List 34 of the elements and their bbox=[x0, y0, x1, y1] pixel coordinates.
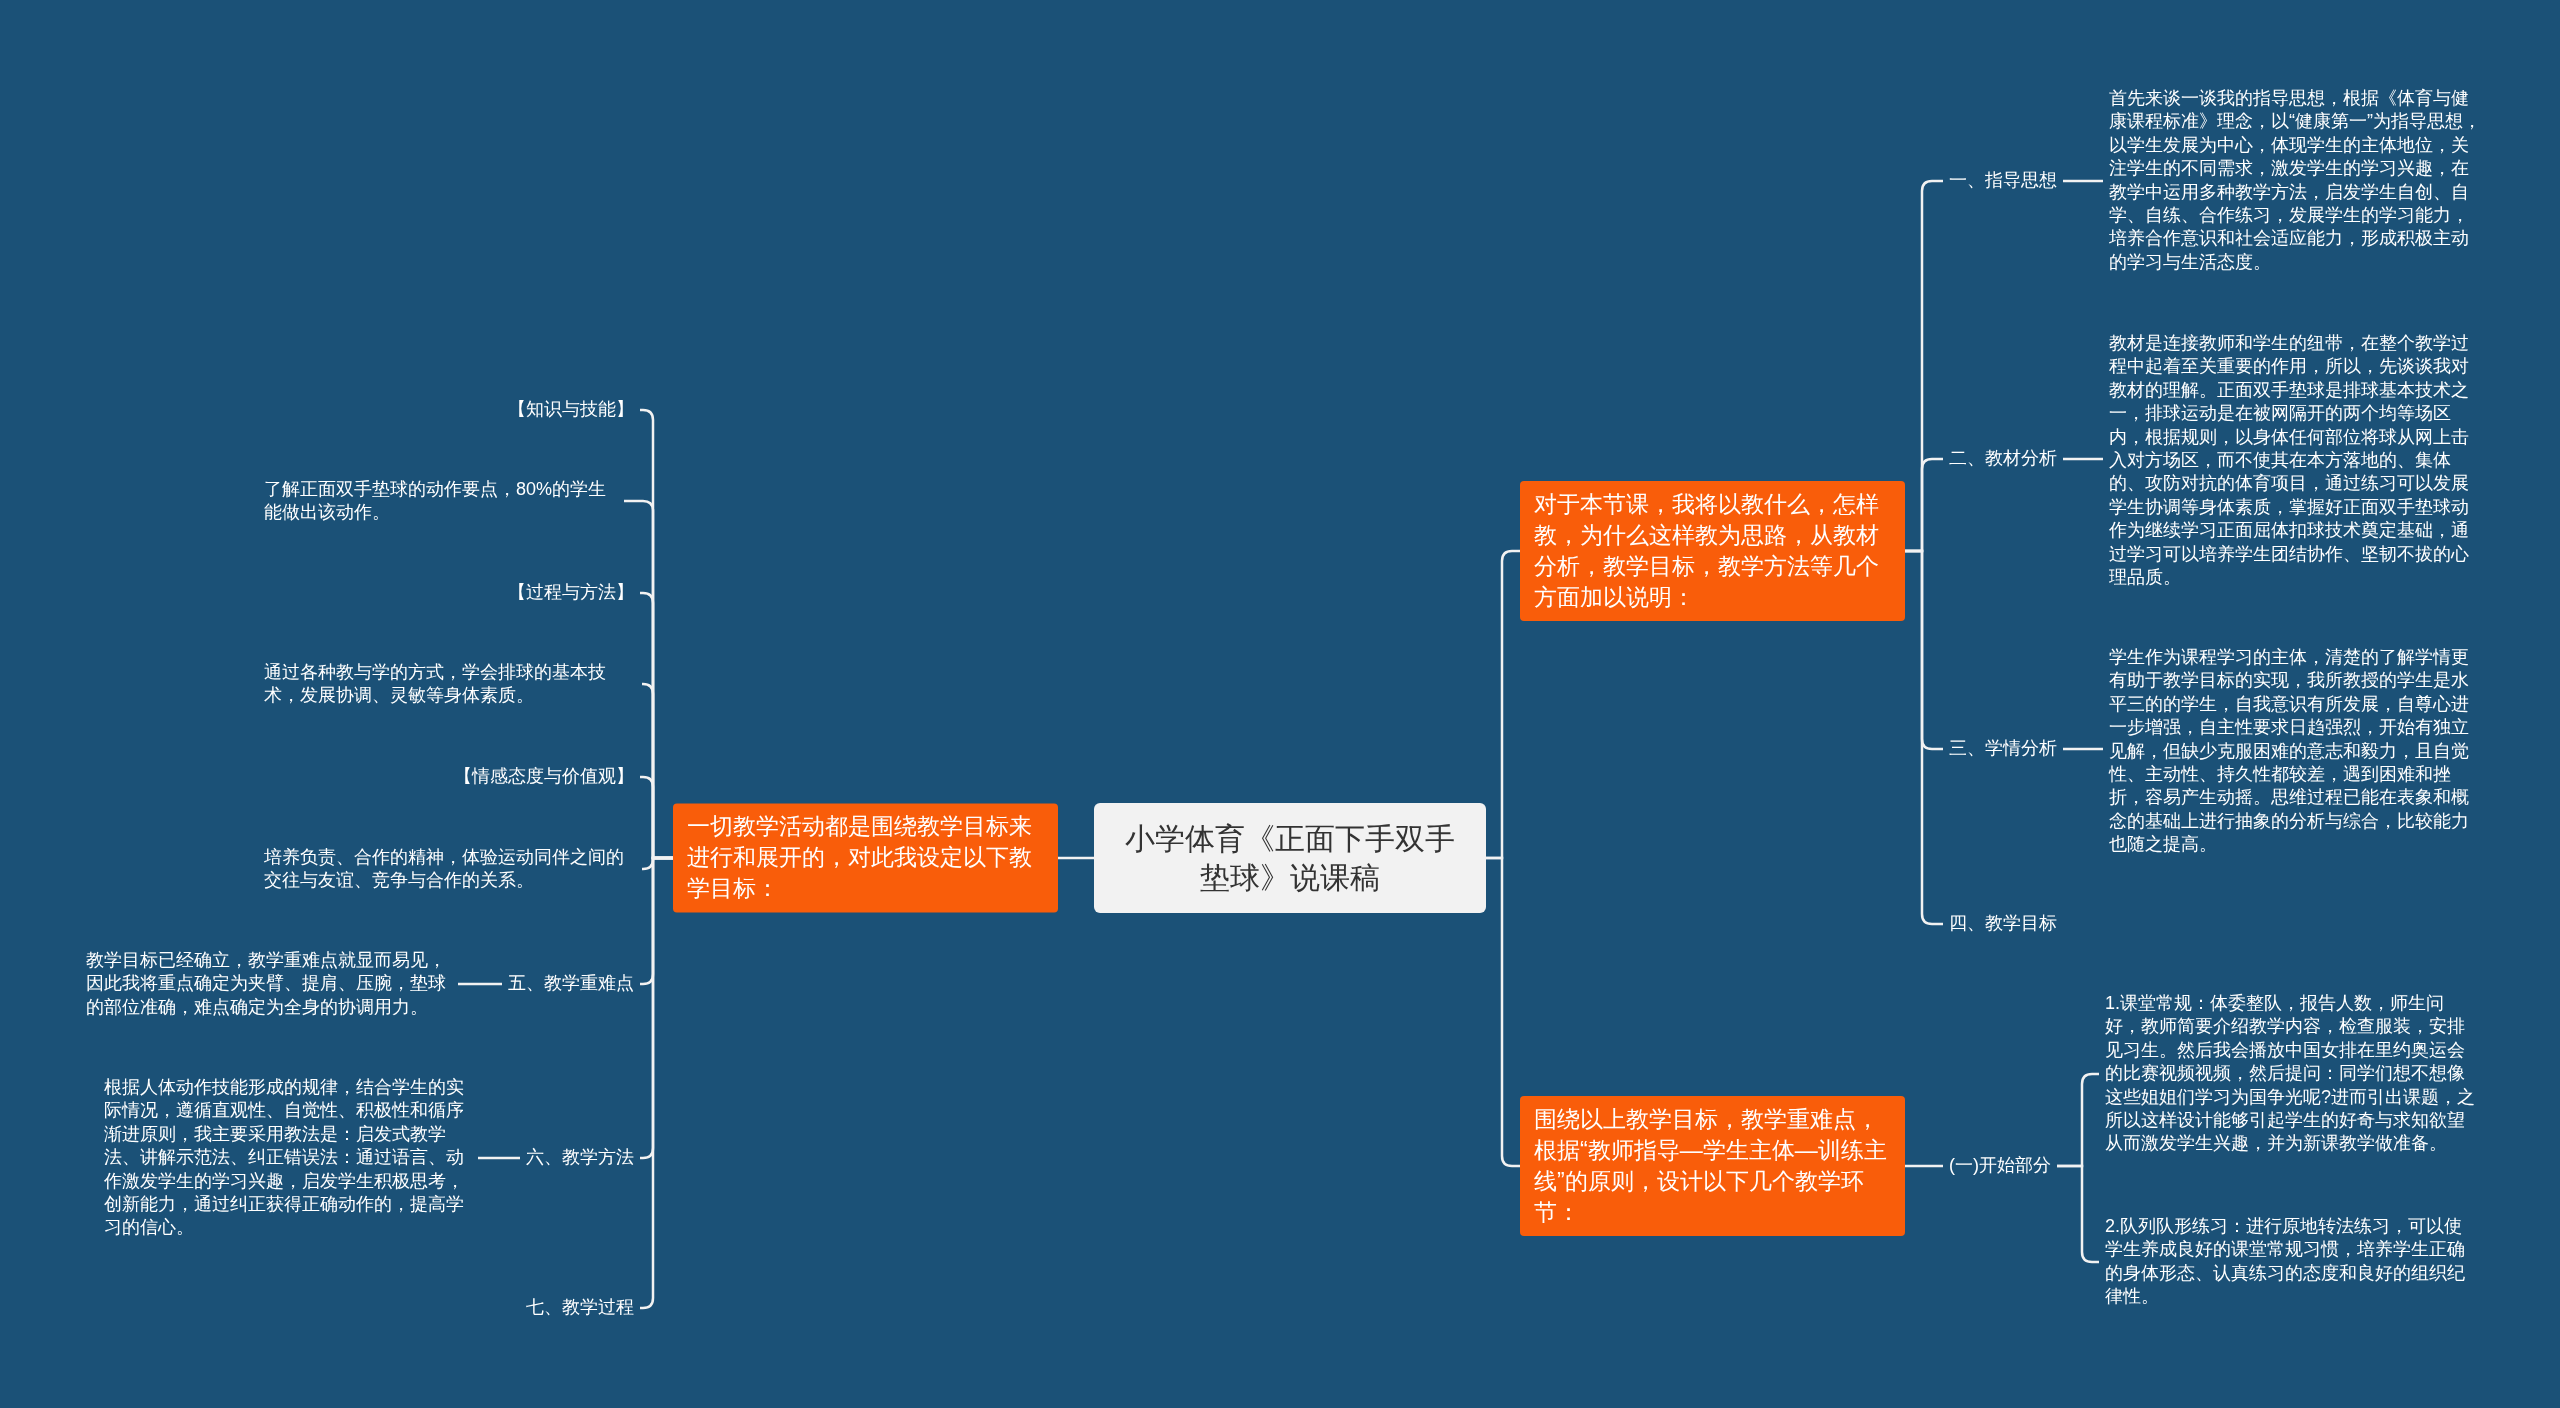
topic-box: 围绕以上教学目标，教学重难点，根据“教师指导—学生主体—训练主线”的原则，设计以下几个教学环节： bbox=[1520, 1095, 1905, 1237]
connector-line bbox=[2063, 179, 2103, 183]
topic-box: 一切教学活动都是围绕教学目标来进行和展开的，对此我设定以下教学目标： bbox=[673, 803, 1058, 913]
connector-line bbox=[478, 1156, 520, 1160]
description-text: 培养负责、合作的精神，体验运动同伴之间的交往与友谊、竞争与合作的关系。 bbox=[258, 845, 642, 893]
branch-label: 四、教学目标 bbox=[1943, 912, 2063, 936]
branch-label: (一)开始部分 bbox=[1943, 1154, 2057, 1178]
description-text: 教学目标已经确立，教学重难点就显而易见，因此我将重点确定为夹臂、提肩、压腕，垫球的部位准确，难点确定为全身的协调用力。 bbox=[80, 948, 458, 1020]
connector-line bbox=[1058, 856, 1094, 860]
branch-label: 五、教学重难点 bbox=[502, 972, 640, 996]
branch-label: 【知识与技能】 bbox=[502, 398, 640, 422]
description-text: 教材是连接教师和学生的纽带，在整个教学过程中起着至关重要的作用，所以，先谈谈我对教材的理解。正面双手垫球是排球基本技术之一，排球运动是在被网隔开的两个均等场区内，根据规则，以身体任何部位将球从网上击入对方场区，而不使其在本方落地的、集体的、攻防对抗的体育项目，通过练习可以发展学生协调等身体素质，掌握好正面双手垫球动作为继续学习正面屈体扣球技术奠定基础，通过学习可以培养学生团结协作、坚韧不拔的心理品质。 bbox=[2103, 332, 2487, 590]
description-text: 通过各种教与学的方式，学会排球的基本技术，发展协调、灵敏等身体素质。 bbox=[258, 660, 642, 708]
description-text: 1.课堂常规：体委整队，报告人数，师生问好，教师简要介绍教学内容，检查服装，安排见习生。然后我会播放中国女排在里约奥运会的比赛视频视频，然后提问：同学们想不想像这些姐姐们学习为国争光呢?进而引出课题，之所以这样设计能够引起学生的好奇与求知欲望从而激发学生兴趣，并为新课教学做准备。 bbox=[2099, 992, 2483, 1156]
description-text: 2.队列队形练习：进行原地转法练习，可以使学生养成良好的课堂常规习惯，培养学生正确的身体形态、认真练习的态度和良好的组织纪律性。 bbox=[2099, 1215, 2483, 1309]
branch-label: 一、指导思想 bbox=[1943, 169, 2063, 193]
central-topic-box: 小学体育《正面下手双手垫球》说课稿 bbox=[1094, 803, 1486, 913]
description-text: 根据人体动作技能形成的规律，结合学生的实际情况，遵循直观性、自觉性、积极性和循序渐进原则，我主要采用教法是：启发式教学法、讲解示范法、纠正错误法：通过语言、动作激发学生的学习兴趣，启发学生积极思考，创新能力，通过纠正获得正确动作的，提高学习的信心。 bbox=[98, 1076, 478, 1240]
description-text: 首先来谈一谈我的指导思想，根据《体育与健康课程标准》理念，以“健康第一”为指导思想，以学生发展为中心，体现学生的主体地位，关注学生的不同需求，激发学生的学习兴趣，在教学中运用多种教学方法，启发学生自创、自学、自练、合作练习，发展学生的学习能力，培养合作意识和社会适应能力，形成积极主动的学习与生活态度。 bbox=[2103, 87, 2487, 275]
connector-line bbox=[2063, 747, 2103, 751]
description-text: 学生作为课程学习的主体，清楚的了解学情更有助于教学目标的实现，我所教授的学生是水平三的的学生，自我意识有所发展，自尊心进一步增强，自主性要求日趋强烈，开始有独立见解，但缺少克服困难的意志和毅力，且自觉性、主动性、持久性都较差，遇到困难和挫折，容易产生动摇。思维过程已能在表象和概念的基础上进行抽象的分析与综合，比较能力也随之提高。 bbox=[2103, 645, 2487, 857]
connector-line bbox=[639, 856, 673, 1310]
connector-line bbox=[458, 982, 502, 986]
topic-box: 对于本节课，我将以教什么，怎样教，为什么这样教为思路，从教材分析，教学目标，教学方法等几个方面加以说明： bbox=[1520, 480, 1905, 622]
branch-label: 【过程与方法】 bbox=[502, 581, 640, 605]
branch-label: 二、教材分析 bbox=[1943, 447, 2063, 471]
branch-label: 【情感态度与价值观】 bbox=[448, 765, 640, 789]
branch-label: 六、教学方法 bbox=[520, 1146, 640, 1170]
connector-line bbox=[1905, 1164, 1943, 1168]
connector-line bbox=[1486, 856, 1520, 1168]
description-text: 了解正面双手垫球的动作要点，80%的学生能做出该动作。 bbox=[258, 477, 624, 525]
branch-label: 三、学情分析 bbox=[1943, 737, 2063, 761]
branch-label: 七、教学过程 bbox=[520, 1296, 640, 1320]
connector-line bbox=[2063, 457, 2103, 461]
